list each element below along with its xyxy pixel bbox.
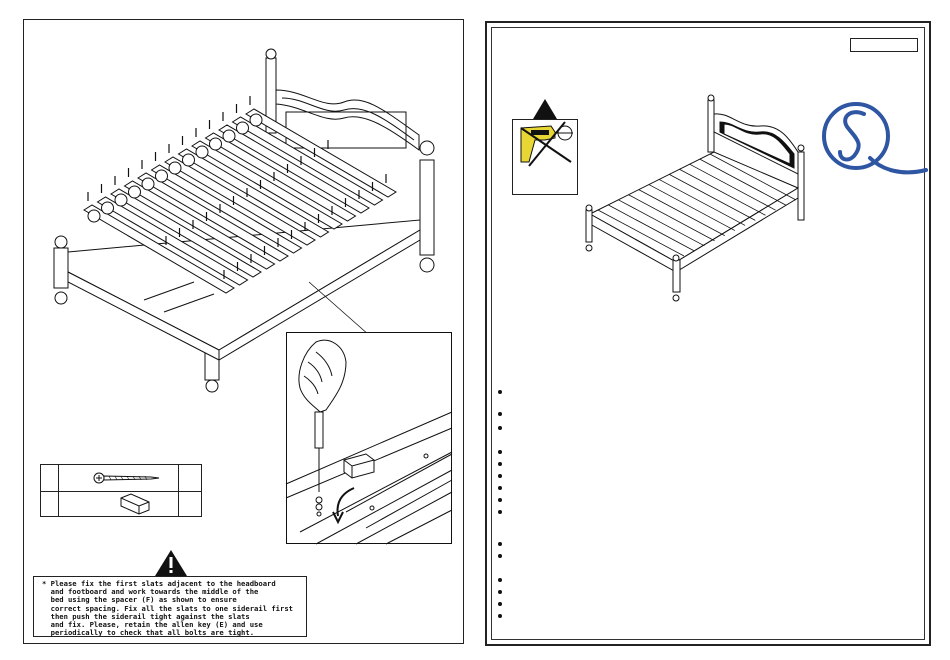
bed-slat [137,172,289,262]
slat-end-cap [101,201,114,215]
bullet-marker [498,486,502,490]
assembled-bed-diagram [585,94,805,302]
warning-triangle-icon [533,99,557,119]
bed-slat [177,148,330,238]
slat-end-cap [87,209,101,223]
parts-table-row [41,491,201,517]
assembled-slat [648,184,736,231]
bullet-marker [498,614,502,618]
slat-end-cap [168,161,182,175]
bullet-marker [498,554,502,558]
bed-slat [150,164,303,254]
warning-triangle-icon [155,550,187,576]
slat-end-cap [222,129,236,143]
bed-slat [83,204,235,294]
bed-slat [110,188,262,278]
bed-slat [96,196,249,286]
product-code-box [850,38,918,52]
assembled-slat [669,174,756,221]
bullet-marker [498,426,502,430]
assembled-slat [699,158,787,206]
bullet-marker [498,462,502,466]
bed-slat [218,124,370,214]
assembled-slat [618,199,705,247]
bullet-marker [498,542,502,546]
right-instruction-page [485,21,931,646]
bed-slat [191,140,343,230]
assembled-slat [628,194,715,242]
bed-frame-exploded-diagram [53,48,435,393]
bullet-marker [498,602,502,606]
slat-fixing-detail-inset [285,332,453,545]
bullet-marker [498,590,502,594]
left-instruction-page: * Please fix the first slats adjacent to… [23,19,464,644]
no-power-drill-icon [520,121,573,167]
assembled-slat [679,168,766,216]
slat-end-cap [182,153,195,167]
slat-end-cap [128,185,141,199]
assembled-slat [709,153,797,201]
bullet-marker [498,510,502,514]
no-power-drill-warning-box [512,119,578,195]
bullet-marker [498,578,502,582]
brand-logo-icon [822,102,928,175]
slat-end-cap [155,169,168,183]
bullet-marker [498,450,502,454]
slat-end-cap [209,137,222,151]
bed-slat [164,156,316,246]
bullet-marker [498,474,502,478]
bed-slat [231,116,384,206]
slat-end-cap [114,193,128,207]
slat-end-cap [195,145,209,159]
bed-slat [123,180,276,270]
parts-table [40,464,202,517]
bullet-marker [498,412,502,416]
screw-icon [93,472,160,484]
assembled-slat [658,179,746,226]
bed-slat [204,132,357,222]
parts-table-row [41,465,201,492]
assembly-note: * Please fix the first slats adjacent to… [33,576,307,637]
assembled-slat [597,209,685,257]
assembled-slat [689,163,776,211]
slat-end-cap [249,113,263,127]
slat-end-cap [236,121,249,135]
bullet-marker [498,390,502,394]
slat-end-cap [141,177,155,191]
spacer-block-icon [120,493,150,515]
bullet-marker [498,498,502,502]
bed-slat [245,108,397,198]
assembled-slat [638,189,725,236]
assembled-slat [607,204,695,252]
